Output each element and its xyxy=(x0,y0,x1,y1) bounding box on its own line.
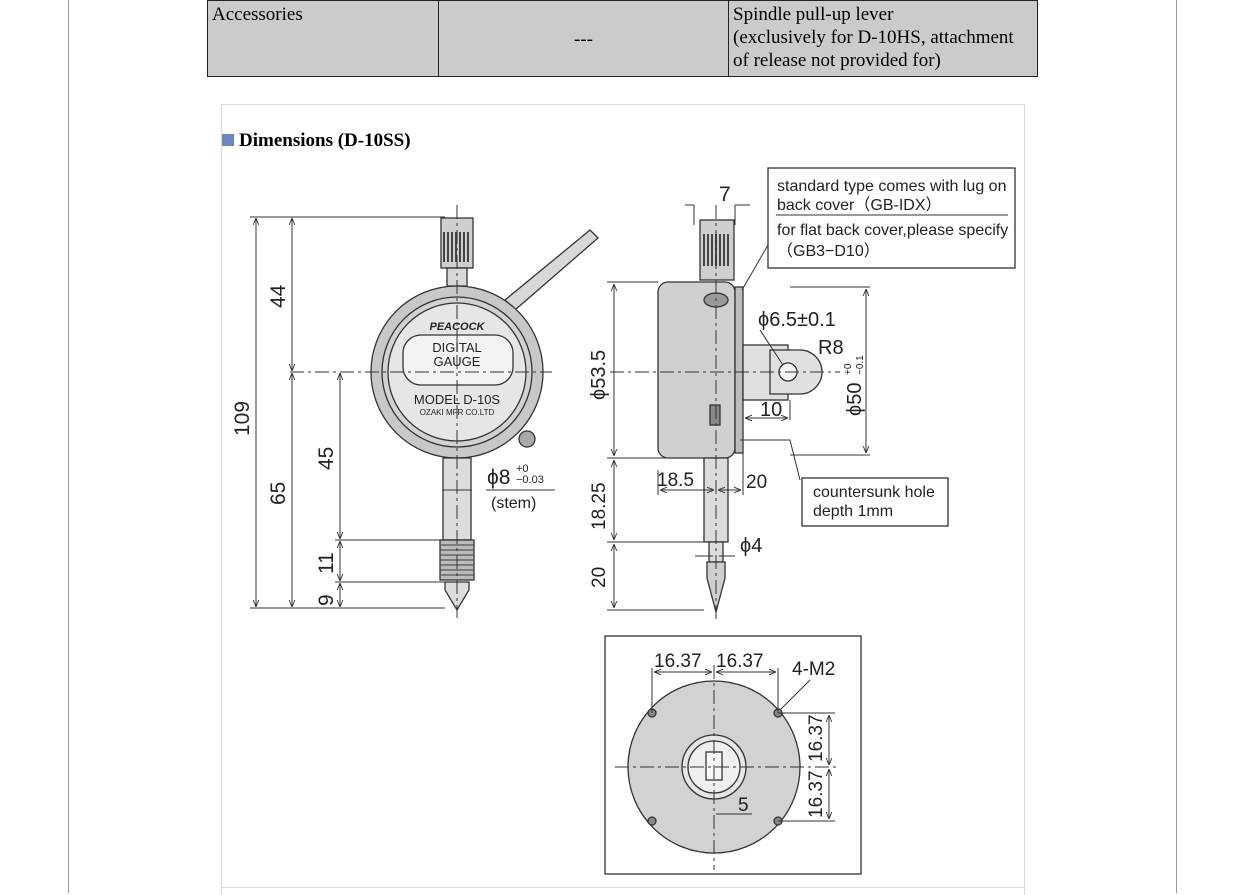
dim-stem-tol-lower: −0.03 xyxy=(516,474,544,486)
back-view xyxy=(604,635,862,875)
accessories-note-line: of release not provided for) xyxy=(733,50,941,71)
dim-5: 5 xyxy=(738,795,749,816)
dim-18-25: 18.25 xyxy=(589,482,610,530)
dim-20-horizontal: 20 xyxy=(746,472,767,493)
dim-10: 10 xyxy=(760,399,782,421)
section-title: Dimensions (D-10SS) xyxy=(239,130,411,151)
accessories-note: Spindle pull-up lever (exclusively for D… xyxy=(728,0,1038,77)
dim-4-m2: 4-M2 xyxy=(792,659,835,680)
dim-53-5: ϕ53.5 xyxy=(588,350,610,400)
dim-stem-dia: ϕ8 xyxy=(487,466,510,489)
front-view xyxy=(250,205,599,618)
table-row: Accessories --- Spindle pull-up lever (e… xyxy=(207,0,1038,77)
dial-model: MODEL D-10S xyxy=(414,392,501,407)
section-heading: Dimensions (D-10SS) xyxy=(222,130,411,152)
side-view xyxy=(607,204,870,620)
accessories-note-line: (exclusively for D-10HS, attachment xyxy=(733,27,1014,48)
dim-45: 45 xyxy=(315,447,338,470)
dim-6-5: ϕ6.5±0.1 xyxy=(758,309,836,331)
note-line3: for flat back cover,please specify xyxy=(777,222,1008,239)
dim-stem-tol-upper: +0 xyxy=(516,463,529,475)
dim-18-5: 18.5 xyxy=(657,470,694,491)
bullet-square-icon xyxy=(222,134,234,146)
dim-109: 109 xyxy=(231,401,254,436)
page-border-left xyxy=(68,0,69,893)
note-line2: back cover（GB-IDX） xyxy=(777,196,942,214)
dim-20-vertical: 20 xyxy=(589,567,610,588)
accessories-label: Accessories xyxy=(207,0,439,77)
accessories-note-line: Spindle pull-up lever xyxy=(733,4,894,25)
note-line4: （GB3−D10） xyxy=(777,242,880,260)
dim-7: 7 xyxy=(719,183,731,206)
dial-line2: GAUGE xyxy=(434,354,481,369)
page-border-right xyxy=(1176,0,1177,893)
note-box xyxy=(767,167,1016,269)
dim-r8: R8 xyxy=(818,337,844,359)
dim-16-37-b: 16.37 xyxy=(716,651,764,672)
dim-16-37-a: 16.37 xyxy=(654,651,702,672)
dim-9: 9 xyxy=(315,594,338,606)
countersunk-line2: depth 1mm xyxy=(813,503,893,520)
dim-44: 44 xyxy=(267,284,290,308)
countersunk-line1: countersunk hole xyxy=(813,484,935,501)
dim-4: ϕ4 xyxy=(740,535,762,557)
accessories-value: --- xyxy=(438,0,729,77)
dim-50: ϕ50 xyxy=(844,383,866,416)
dim-stem-label: (stem) xyxy=(491,495,536,512)
dim-16-37-d: 16.37 xyxy=(806,770,827,818)
countersunk-box xyxy=(801,477,949,527)
dial-brand: PEACOCK xyxy=(429,321,485,333)
dim-50-tol-upper: +0 xyxy=(843,363,854,375)
dial-maker: OZAKI MFR CO.LTD xyxy=(420,408,495,417)
dial-line1: DIGITAL xyxy=(432,340,482,355)
panel-divider xyxy=(221,887,1024,888)
dim-65: 65 xyxy=(267,482,290,505)
note-line1: standard type comes with lug on xyxy=(777,178,1006,195)
dim-16-37-c: 16.37 xyxy=(806,714,827,762)
dim-50-tol-lower: −0.1 xyxy=(855,355,866,375)
dim-11: 11 xyxy=(315,552,338,574)
accessories-table: Accessories --- Spindle pull-up lever (e… xyxy=(207,0,1038,77)
